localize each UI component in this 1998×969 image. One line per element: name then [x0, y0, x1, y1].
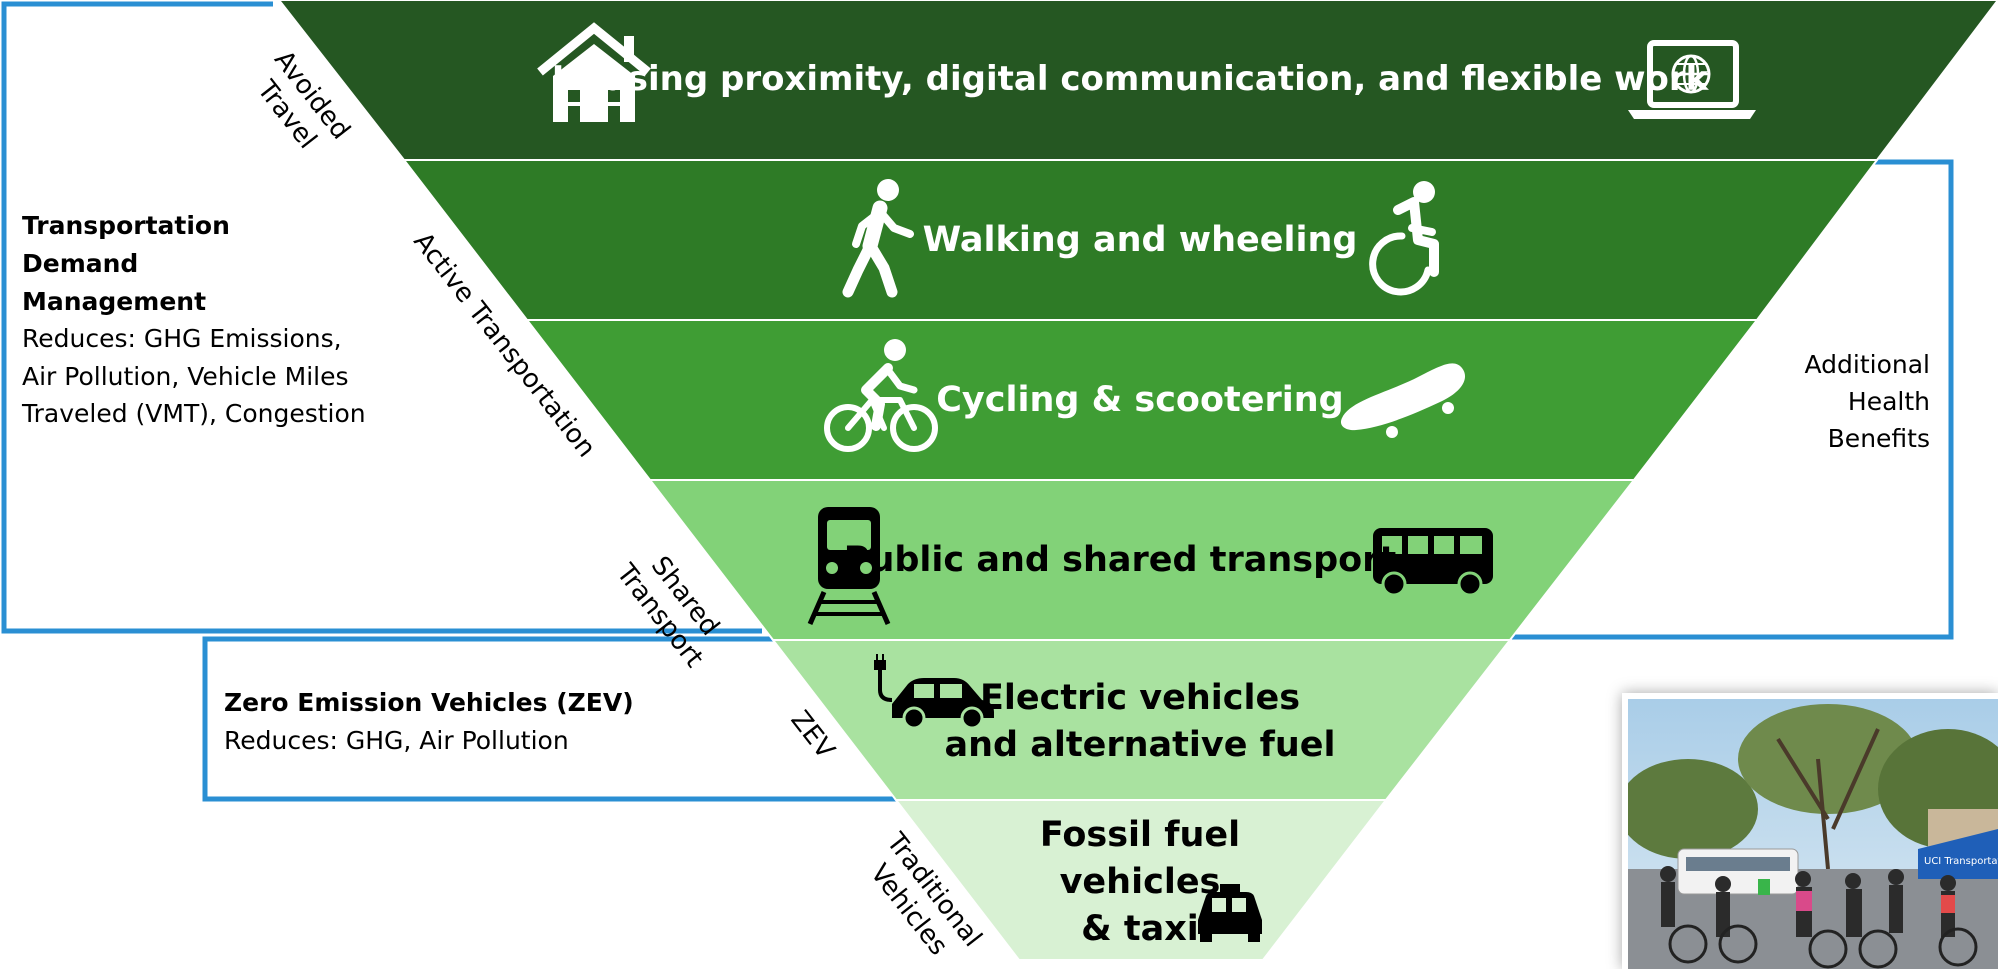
tdm-bracket: [1, 1, 762, 634]
zev-panel: Zero Emission Vehicles (ZEV) Reduces: GH…: [224, 688, 634, 755]
tdm-body-line-1: Reduces: GHG Emissions,: [22, 324, 342, 353]
health-line-1: Additional: [1804, 350, 1930, 379]
tier-6-label-line-1: Fossil fuel: [1040, 815, 1240, 855]
tier-3-label: Cycling & scootering: [936, 380, 1343, 420]
tier-5-label-line-2: and alternative fuel: [945, 725, 1336, 765]
zev-title: Zero Emission Vehicles (ZEV): [224, 688, 634, 717]
bus-icon: [1373, 528, 1493, 597]
tdm-title-line-2: Demand: [22, 249, 138, 278]
tier-6-label-line-3: & taxi: [1081, 909, 1199, 949]
tier-4-label: Public and shared transport: [844, 540, 1396, 580]
tdm-panel: Transportation Demand Management Reduces…: [21, 211, 366, 428]
tier-5-label-line-1: Electric vehicles: [980, 678, 1300, 718]
event-photo: UCI Transportation: [1622, 693, 1998, 969]
event-photo-illustration: UCI Transportation: [1628, 699, 1998, 969]
tent-label: UCI Transportation: [1924, 856, 1998, 867]
health-line-2: Health: [1848, 387, 1930, 416]
zev-body: Reduces: GHG, Air Pollution: [224, 726, 569, 755]
health-line-3: Benefits: [1828, 424, 1930, 453]
pedestrian-icon: [842, 179, 914, 298]
tier-6-band: [893, 799, 1389, 961]
tdm-title-line-1: Transportation: [22, 211, 230, 240]
house-icon: [537, 22, 651, 122]
skateboard-icon: [1340, 363, 1466, 438]
zev-bracket: [202, 636, 896, 802]
health-bracket: [1508, 159, 1954, 640]
tdm-title-line-3: Management: [22, 287, 206, 316]
health-panel: Additional Health Benefits: [1804, 350, 1930, 453]
tier-2-label: Walking and wheeling: [923, 220, 1358, 260]
train-icon: [807, 507, 891, 626]
event-photo-image: UCI Transportation: [1628, 699, 1998, 969]
tdm-body-line-2: Air Pollution, Vehicle Miles: [22, 362, 349, 391]
taxi-icon: [1198, 884, 1262, 942]
bicycle-icon: [824, 339, 938, 452]
laptop-globe-icon: [1628, 40, 1756, 119]
tier-6-label-line-2: vehicles: [1060, 862, 1221, 902]
electric-car-icon: [874, 654, 994, 730]
tier-1-label: Housing proximity, digital communication…: [552, 59, 1710, 99]
wheelchair-icon: [1369, 181, 1439, 296]
tdm-body-line-3: Traveled (VMT), Congestion: [21, 399, 366, 428]
